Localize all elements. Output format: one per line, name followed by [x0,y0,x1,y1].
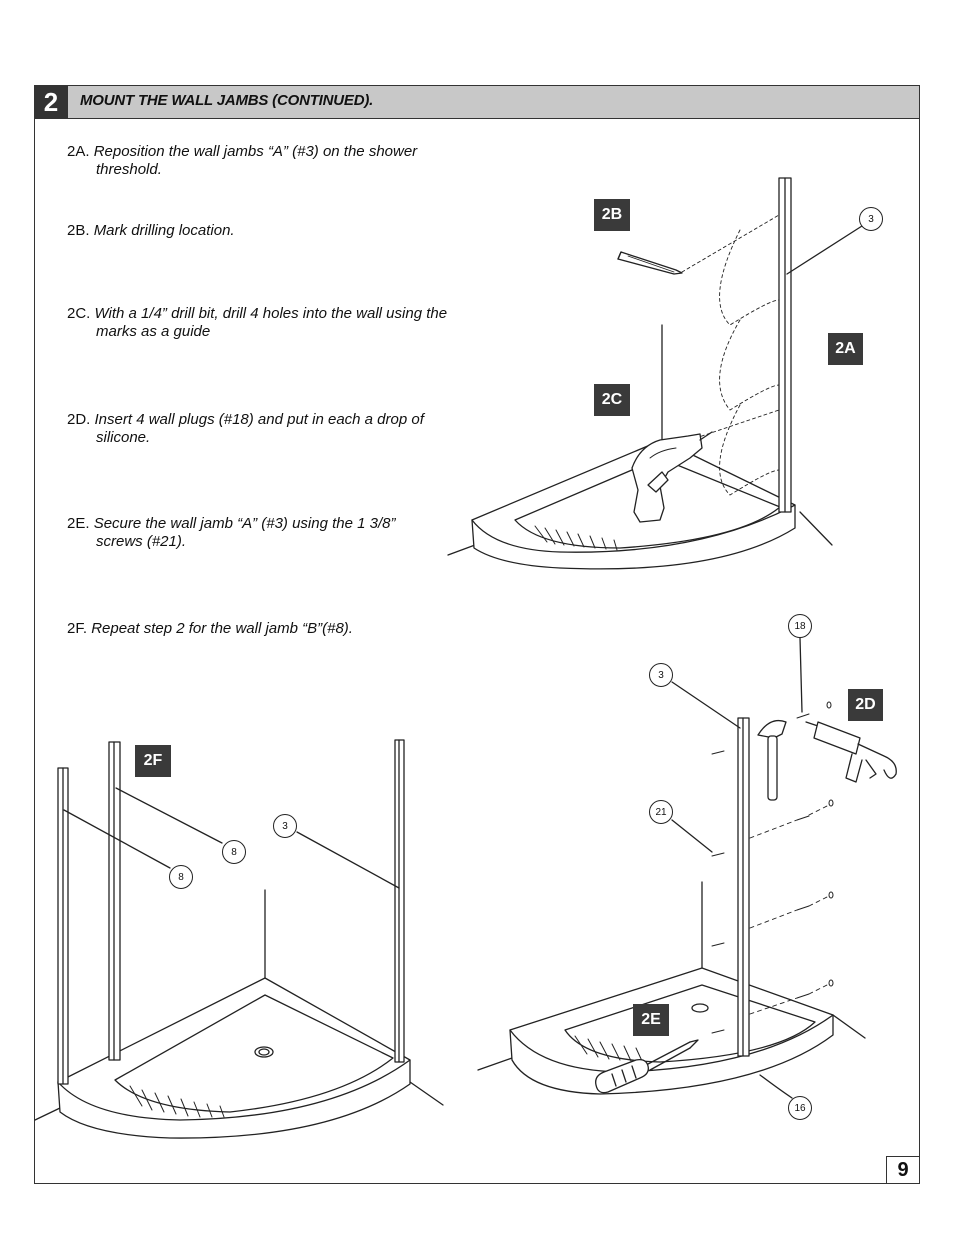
tag-2f: 2F [135,745,171,777]
instruction-text: Secure the wall jamb “A” (#3) using the … [93,515,396,532]
instruction-2b: 2B. Mark drilling location. [67,222,235,240]
instruction-text-cont: screws (#21). [96,533,187,550]
instruction-2f: 2F. Repeat step 2 for the wall jamb “B”(… [67,620,353,638]
instruction-label: 2E. [67,515,90,532]
instruction-text-cont: threshold. [96,161,162,178]
callout-part-8: 8 [169,865,193,889]
instruction-2e: 2E. Secure the wall jamb “A” (#3) using … [67,515,396,551]
page-number: 9 [886,1156,920,1184]
tag-2e: 2E [633,1004,669,1036]
callout-part-3: 3 [273,814,297,838]
callout-part-3: 3 [649,663,673,687]
pencil-icon [617,251,683,275]
instruction-label: 2D. [67,411,91,428]
tag-2d: 2D [848,689,883,721]
step-header [34,85,920,119]
tag-2a: 2A [828,333,863,365]
screwdriver-icon [595,1039,699,1094]
instruction-2a: 2A. Reposition the wall jambs “A” (#3) o… [67,143,417,179]
instruction-2d: 2D. Insert 4 wall plugs (#18) and put in… [67,411,424,447]
tag-2c: 2C [594,384,630,416]
instruction-text: Mark drilling location. [93,222,235,239]
callout-part-8: 8 [222,840,246,864]
callout-part-16: 16 [788,1096,812,1120]
caulk-gun-icon [805,721,897,783]
instruction-2c: 2C. With a 1/4” drill bit, drill 4 holes… [67,305,447,341]
instruction-text: Insert 4 wall plugs (#18) and put in eac… [94,411,424,428]
drill-icon [631,431,713,523]
callout-part-18: 18 [788,614,812,638]
instruction-text-cont: silicone. [96,429,151,446]
instruction-label: 2B. [67,222,90,239]
illustration-securing [477,637,866,1099]
illustration-drilling [447,177,863,570]
instruction-text: Reposition the wall jambs “A” (#3) on th… [93,143,418,160]
hammer-icon [757,719,787,801]
instruction-label: 2C. [67,305,91,322]
instruction-text: With a 1/4” drill bit, drill 4 holes int… [94,305,448,322]
callout-part-21: 21 [649,800,673,824]
instruction-text-cont: marks as a guide [96,323,211,340]
instruction-label: 2F. [67,620,88,637]
illustration-repeat [34,739,444,1139]
tag-2b: 2B [594,199,630,231]
callout-part-3: 3 [859,207,883,231]
instruction-label: 2A. [67,143,90,160]
instruction-text: Repeat step 2 for the wall jamb “B”(#8). [91,620,353,637]
step-number: 2 [34,85,68,119]
step-title: MOUNT THE WALL JAMBS (CONTINUED). [80,92,374,109]
